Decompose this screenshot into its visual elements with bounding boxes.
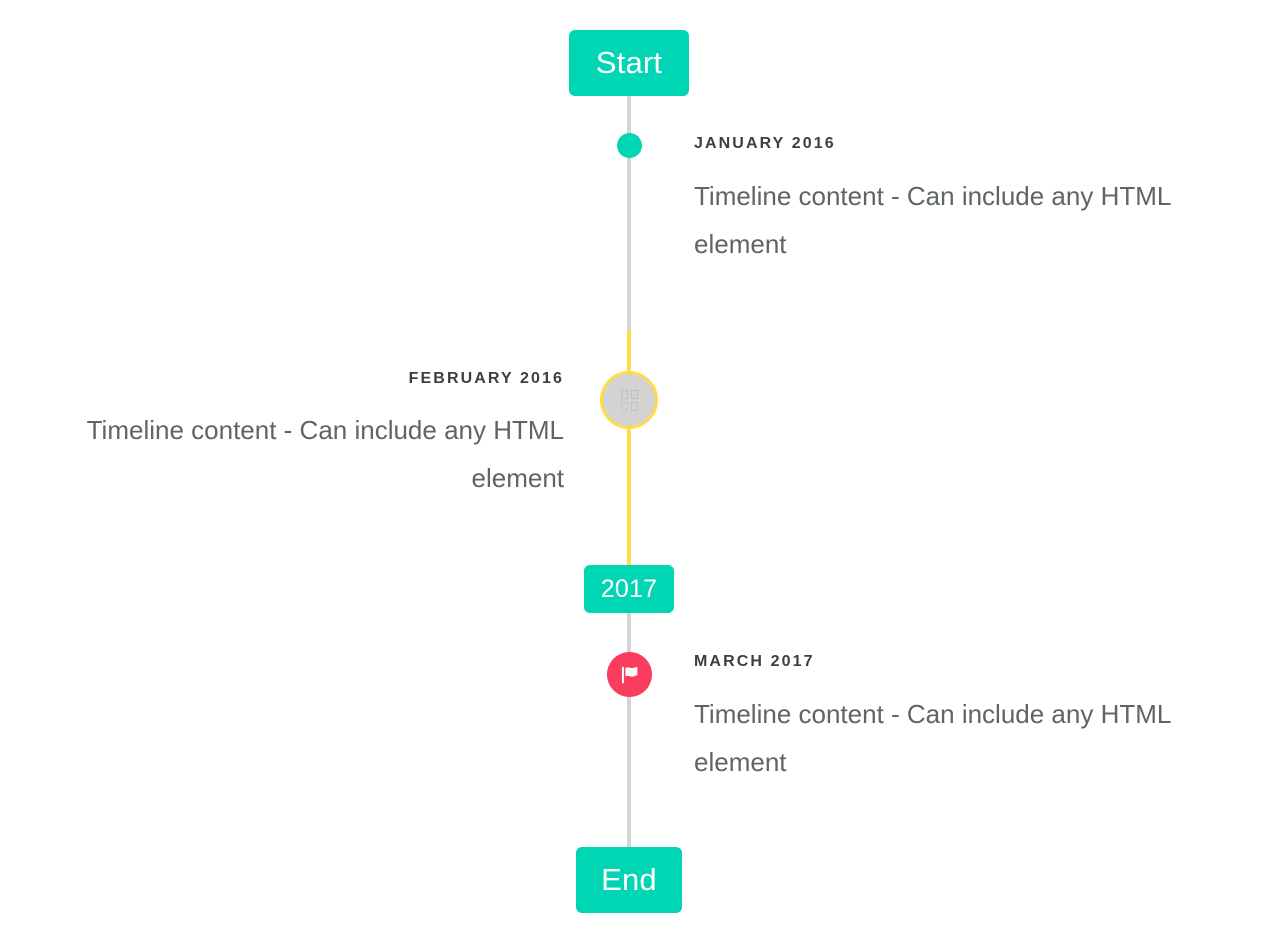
timeline-entry-label-march-2017: MARCH 2017: [694, 653, 815, 670]
timeline-entry-label-january-2016: JANUARY 2016: [694, 135, 836, 152]
timeline-year-badge[interactable]: 2017: [584, 565, 674, 613]
timeline-entry-body-january-2016: Timeline content - Can include any HTML …: [694, 181, 1171, 259]
timeline-axis-segment-highlighted: [627, 330, 631, 565]
timeline-axis-segment-top: [627, 95, 631, 330]
timeline-start-badge-label: Start: [595, 45, 663, 80]
timeline-marker-january-2016[interactable]: [617, 133, 642, 158]
timeline-entry-body-february-2016: Timeline content - Can include any HTML …: [86, 415, 564, 493]
timeline-start-badge[interactable]: Start: [569, 30, 689, 96]
missing-glyph-icon: [620, 389, 638, 411]
flag-icon: [621, 666, 637, 683]
timeline-end-badge[interactable]: End: [576, 847, 682, 913]
timeline-entry-body-march-2017: Timeline content - Can include any HTML …: [694, 699, 1171, 777]
timeline-marker-march-2017[interactable]: [607, 652, 652, 697]
timeline-axis-segment-bottom: [627, 613, 631, 849]
timeline-marker-february-2016[interactable]: [600, 371, 658, 429]
timeline-end-badge-label: End: [601, 862, 657, 897]
timeline-entry-label-february-2016: FEBRUARY 2016: [408, 370, 564, 387]
timeline-year-badge-label: 2017: [600, 574, 658, 603]
